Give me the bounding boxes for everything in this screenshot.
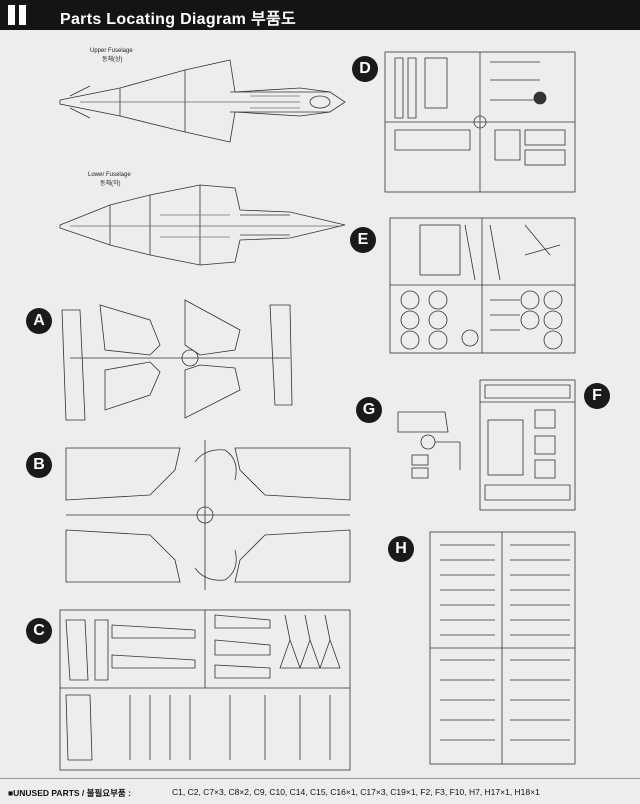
unused-parts-footer: ■UNUSED PARTS / 불필요부품 : C1, C2, C7×3, C8… [0, 778, 640, 804]
sprue-e-drawing [389, 217, 576, 354]
parts-diagram-canvas [59, 51, 576, 771]
lower-fuselage-drawing [59, 184, 346, 266]
section-badge-c: C [26, 618, 52, 644]
upper-fuselage-label-en: Upper Fuselage [90, 48, 133, 54]
unused-parts-list: C1, C2, C7×3, C8×2, C9, C10, C14, C15, C… [172, 787, 540, 797]
upper-fuselage-caption: Upper Fuselage 동체(상) [90, 48, 133, 63]
header-bars-icon [8, 5, 32, 25]
header-bar: Parts Locating Diagram 부품도 [0, 0, 640, 30]
sprue-a-drawing [61, 299, 293, 421]
section-badge-e: E [350, 227, 376, 253]
sprue-c-drawing [59, 609, 351, 771]
sprue-h-drawing [429, 531, 576, 765]
sprue-g-drawing [397, 411, 461, 479]
sprue-d-drawing [384, 51, 576, 193]
upper-fuselage-label-ko: 동체(상) [102, 57, 123, 63]
upper-fuselage-drawing [59, 59, 346, 143]
section-badge-h: H [388, 536, 414, 562]
lower-fuselage-label-en: Lower Fuselage [88, 172, 131, 178]
section-badge-a: A [26, 308, 52, 334]
page-title: Parts Locating Diagram 부품도 [60, 11, 297, 28]
lower-fuselage-label-ko: 동체(하) [100, 181, 121, 187]
section-badge-g: G [356, 397, 382, 423]
sprue-b-drawing [65, 440, 351, 590]
lower-fuselage-caption: Lower Fuselage 동체(하) [88, 172, 131, 187]
unused-parts-label: ■UNUSED PARTS / 불필요부품 : [8, 788, 131, 798]
section-badge-d: D [352, 56, 378, 82]
sprue-f-drawing [479, 379, 576, 511]
section-badge-f: F [584, 383, 610, 409]
section-badge-b: B [26, 452, 52, 478]
